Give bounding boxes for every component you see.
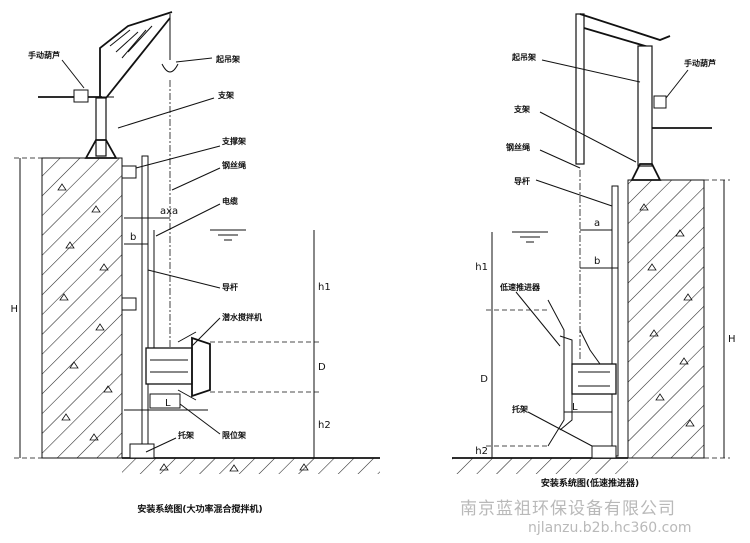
left-concrete-floor xyxy=(122,458,380,474)
right-dim-b: b xyxy=(594,256,600,267)
right-concrete-floor xyxy=(452,458,628,474)
right-label-wire-rope: 钢丝绳 xyxy=(506,142,530,152)
left-wall-aggregate-marks xyxy=(57,183,113,441)
watermark-url: njlanzu.b2b.hc360.com xyxy=(528,520,692,536)
right-bracket-post xyxy=(637,45,653,167)
left-diagram: H h1 D h2 L b axa 手动葫芦 起吊架 支架 支撑架 钢丝绳 电缆… xyxy=(10,11,380,515)
left-support-frame-top xyxy=(121,165,137,179)
left-dim-h1: h1 xyxy=(318,282,331,293)
right-label-guide-rod: 导杆 xyxy=(514,176,530,186)
left-label-positioning-frame: 限位架 xyxy=(222,430,246,440)
right-label-bracket: 支架 xyxy=(513,104,530,114)
left-label-cable: 电缆 xyxy=(222,196,238,206)
left-lifting-frame-brace xyxy=(105,17,171,99)
left-submersible-mixer xyxy=(145,331,211,401)
left-dimensions xyxy=(14,157,320,459)
left-label-lifting-frame: 起吊架 xyxy=(215,54,240,64)
left-leaders xyxy=(61,57,221,453)
right-label-base-frame: 托架 xyxy=(512,404,528,414)
left-label-base-frame: 托架 xyxy=(178,430,194,440)
left-dim-D: D xyxy=(318,362,326,373)
left-dim-H: H xyxy=(10,304,18,315)
left-label-wire-rope: 钢丝绳 xyxy=(222,160,246,170)
left-dim-L: L xyxy=(165,398,171,409)
left-label-guide-rod: 导杆 xyxy=(222,282,238,292)
right-label-low-speed-pusher: 低速推进器 xyxy=(499,282,541,292)
right-dim-H: H xyxy=(728,334,736,345)
right-concrete-wall xyxy=(627,179,705,459)
right-guide-rod xyxy=(611,185,619,457)
left-support-frame-mid xyxy=(121,297,137,311)
left-chain xyxy=(109,25,153,59)
left-label-support-frame: 支撑架 xyxy=(221,136,246,146)
right-hoist-body xyxy=(653,95,667,109)
left-label-bracket: 支架 xyxy=(217,90,234,100)
right-low-speed-pusher xyxy=(547,299,617,447)
right-bracket-base xyxy=(630,163,662,181)
right-dim-a: a xyxy=(594,218,600,229)
left-hoist-body xyxy=(73,89,89,103)
right-dim-L: L xyxy=(572,402,578,413)
left-base-frame xyxy=(129,443,155,459)
right-lifting-frame-arm xyxy=(579,13,671,41)
left-concrete-wall xyxy=(41,157,123,459)
left-hook xyxy=(161,63,179,73)
left-bracket-base xyxy=(84,139,118,159)
right-dim-D: D xyxy=(480,374,488,385)
watermark-company: 南京蓝祖环保设备有限公司 xyxy=(460,499,676,519)
right-diagram: H h1 D h2 L a b 起吊架 手动葫芦 支架 钢丝绳 导杆 低速推进器… xyxy=(452,13,736,489)
left-dim-axa: axa xyxy=(160,206,178,217)
right-dimensions xyxy=(486,179,730,459)
right-lifting-frame-mast xyxy=(575,13,585,165)
right-lifting-frame-brace xyxy=(583,27,653,49)
left-lifting-frame-arm xyxy=(99,11,173,98)
left-floor-marks xyxy=(159,463,309,472)
left-dim-b: b xyxy=(130,232,136,243)
right-label-manual-hoist: 手动葫芦 xyxy=(684,58,716,68)
left-guide-rod xyxy=(141,155,149,457)
left-dim-h2: h2 xyxy=(318,420,331,431)
right-dim-h1: h1 xyxy=(475,262,488,273)
right-caption: 安装系统图(低速推进器) xyxy=(541,477,639,489)
left-bracket-post xyxy=(95,97,107,157)
left-label-submersible-mixer: 潜水搅拌机 xyxy=(222,312,262,322)
right-label-lifting-frame: 起吊架 xyxy=(511,52,536,62)
right-dim-h2: h2 xyxy=(475,446,488,457)
right-wall-aggregate-marks xyxy=(639,203,695,427)
right-leaders xyxy=(515,59,689,447)
right-base-frame xyxy=(591,445,617,459)
left-label-manual-hoist: 手动葫芦 xyxy=(28,50,60,60)
left-positioning-frame xyxy=(149,393,181,409)
left-caption: 安装系统图(大功率混合搅拌机) xyxy=(137,503,262,515)
